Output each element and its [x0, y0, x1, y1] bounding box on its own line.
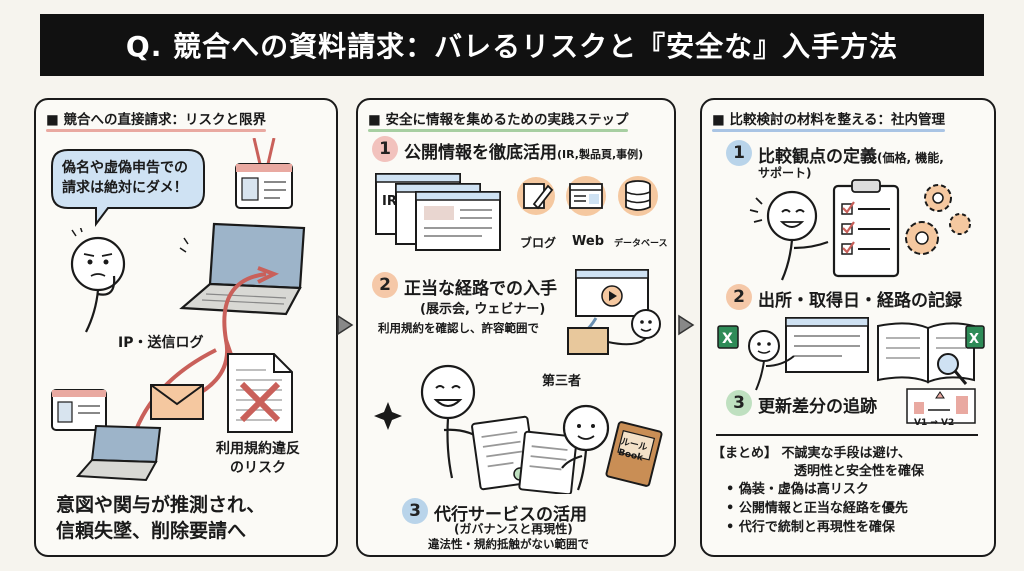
tos-violation-label: 利用規約違反のリスク — [216, 441, 300, 476]
small-laptop-icon — [76, 424, 162, 482]
database-icon — [618, 176, 658, 216]
step1-number: 1 — [372, 136, 398, 162]
summary-divider — [716, 434, 978, 436]
speech-bubble-icon — [51, 149, 205, 227]
p3-step2-number: 2 — [726, 284, 752, 310]
version-labels: V1 → V2 — [914, 418, 955, 428]
laptop-icon — [179, 222, 306, 316]
step1-title: 公開情報を徹底活用(IR,製品頁,事例) — [404, 143, 644, 163]
panel-direct-request-risks: ■ 競合への直接請求：リスクと限界 偽名や虚偽申告での請求は絶対にダメ！ — [34, 98, 338, 557]
flow-arrow-1 — [337, 314, 354, 336]
p3-step1-title: 比較観点の定義(価格, 機能, — [758, 147, 944, 167]
svg-text:X: X — [969, 332, 979, 347]
flow-arrow-2 — [678, 314, 695, 336]
panel1-heading: ■ 競合への直接請求：リスクと限界 — [46, 108, 266, 132]
panel3-heading: ■ 比較検討の材料を整える：社内管理 — [712, 108, 946, 132]
panel-safe-steps: ■ 安全に情報を集めるための実践ステップ 1 公開情報を徹底活用(IR,製品頁,… — [356, 98, 676, 557]
step2-note: 利用規約を確認し、許容範囲で — [378, 321, 539, 335]
browser-windows-icon — [375, 173, 501, 251]
p3-step1-title-cont: サポート) — [758, 166, 812, 180]
p3-step2-title: 出所・取得日・経路の記録 — [758, 291, 962, 311]
step2-number: 2 — [372, 272, 398, 298]
p3-step3-number: 3 — [726, 390, 752, 416]
database-label: データベース — [614, 239, 668, 249]
svg-text:X: X — [722, 331, 733, 347]
blog-icon — [517, 177, 555, 215]
version-diff-icon — [906, 388, 976, 424]
summary-lead-2: 透明性と安全性を確保 — [794, 464, 925, 479]
risk-conclusion: 意図や関与が推測され、信頼失墜、削除要請へ — [56, 494, 266, 542]
step3-note: 違法性・規約抵触がない範囲で — [428, 537, 589, 551]
summary-lead: 【まとめ】 不誠実な手段は避け、 — [712, 446, 911, 461]
id-badge-icon — [235, 138, 293, 209]
delegation-illustration — [374, 364, 663, 494]
id-card-icon — [51, 389, 107, 431]
panel2-heading: ■ 安全に情報を集めるための実践ステップ — [368, 108, 629, 132]
panel-internal-management: ■ 比較検討の材料を整える：社内管理 1 比較観点の定義(価格, 機能, サポー… — [700, 98, 996, 557]
step2-subtitle: (展示会, ウェビナー) — [420, 302, 546, 317]
summary-bullets: • 偽装・虚偽は高リスク • 公開情報と正当な経路を優先 • 代行で統制と再現性… — [726, 480, 908, 537]
web-label: Web — [572, 234, 604, 249]
checklist-person-gears-icon — [749, 179, 971, 281]
summary-bullet: • 代行で統制と再現性を確保 — [726, 520, 895, 535]
warning-bubble-text: 偽名や虚偽申告での請求は絶対にダメ！ — [62, 160, 188, 196]
summary-bullet: • 偽装・虚偽は高リスク — [726, 482, 869, 497]
ip-log-label: IP・送信ログ — [118, 335, 204, 351]
step3-subtitle: (ガバナンスと再現性) — [454, 522, 573, 536]
step3-title: 代行サービスの活用 — [434, 505, 587, 525]
ir-label: IR — [382, 194, 397, 209]
records-illustration: X X — [717, 317, 985, 391]
web-icon — [566, 176, 606, 216]
step2-title: 正当な経路での入手 — [404, 279, 557, 299]
summary-bullet: • 公開情報と正当な経路を優先 — [726, 501, 908, 516]
rejected-document-icon — [227, 353, 293, 433]
blog-label: ブログ — [520, 236, 557, 250]
p3-step3-title: 更新差分の追跡 — [758, 397, 877, 417]
p3-step1-number: 1 — [726, 140, 752, 166]
worried-person-icon — [70, 228, 126, 333]
webinar-screen-person-icon — [567, 269, 661, 355]
envelope-icon — [150, 384, 204, 420]
third-party-label: 第三者 — [542, 374, 582, 389]
step3-number: 3 — [402, 498, 428, 524]
page-title: Q. 競合への資料請求：バレるリスクと『安全な』入手方法 — [40, 14, 984, 76]
